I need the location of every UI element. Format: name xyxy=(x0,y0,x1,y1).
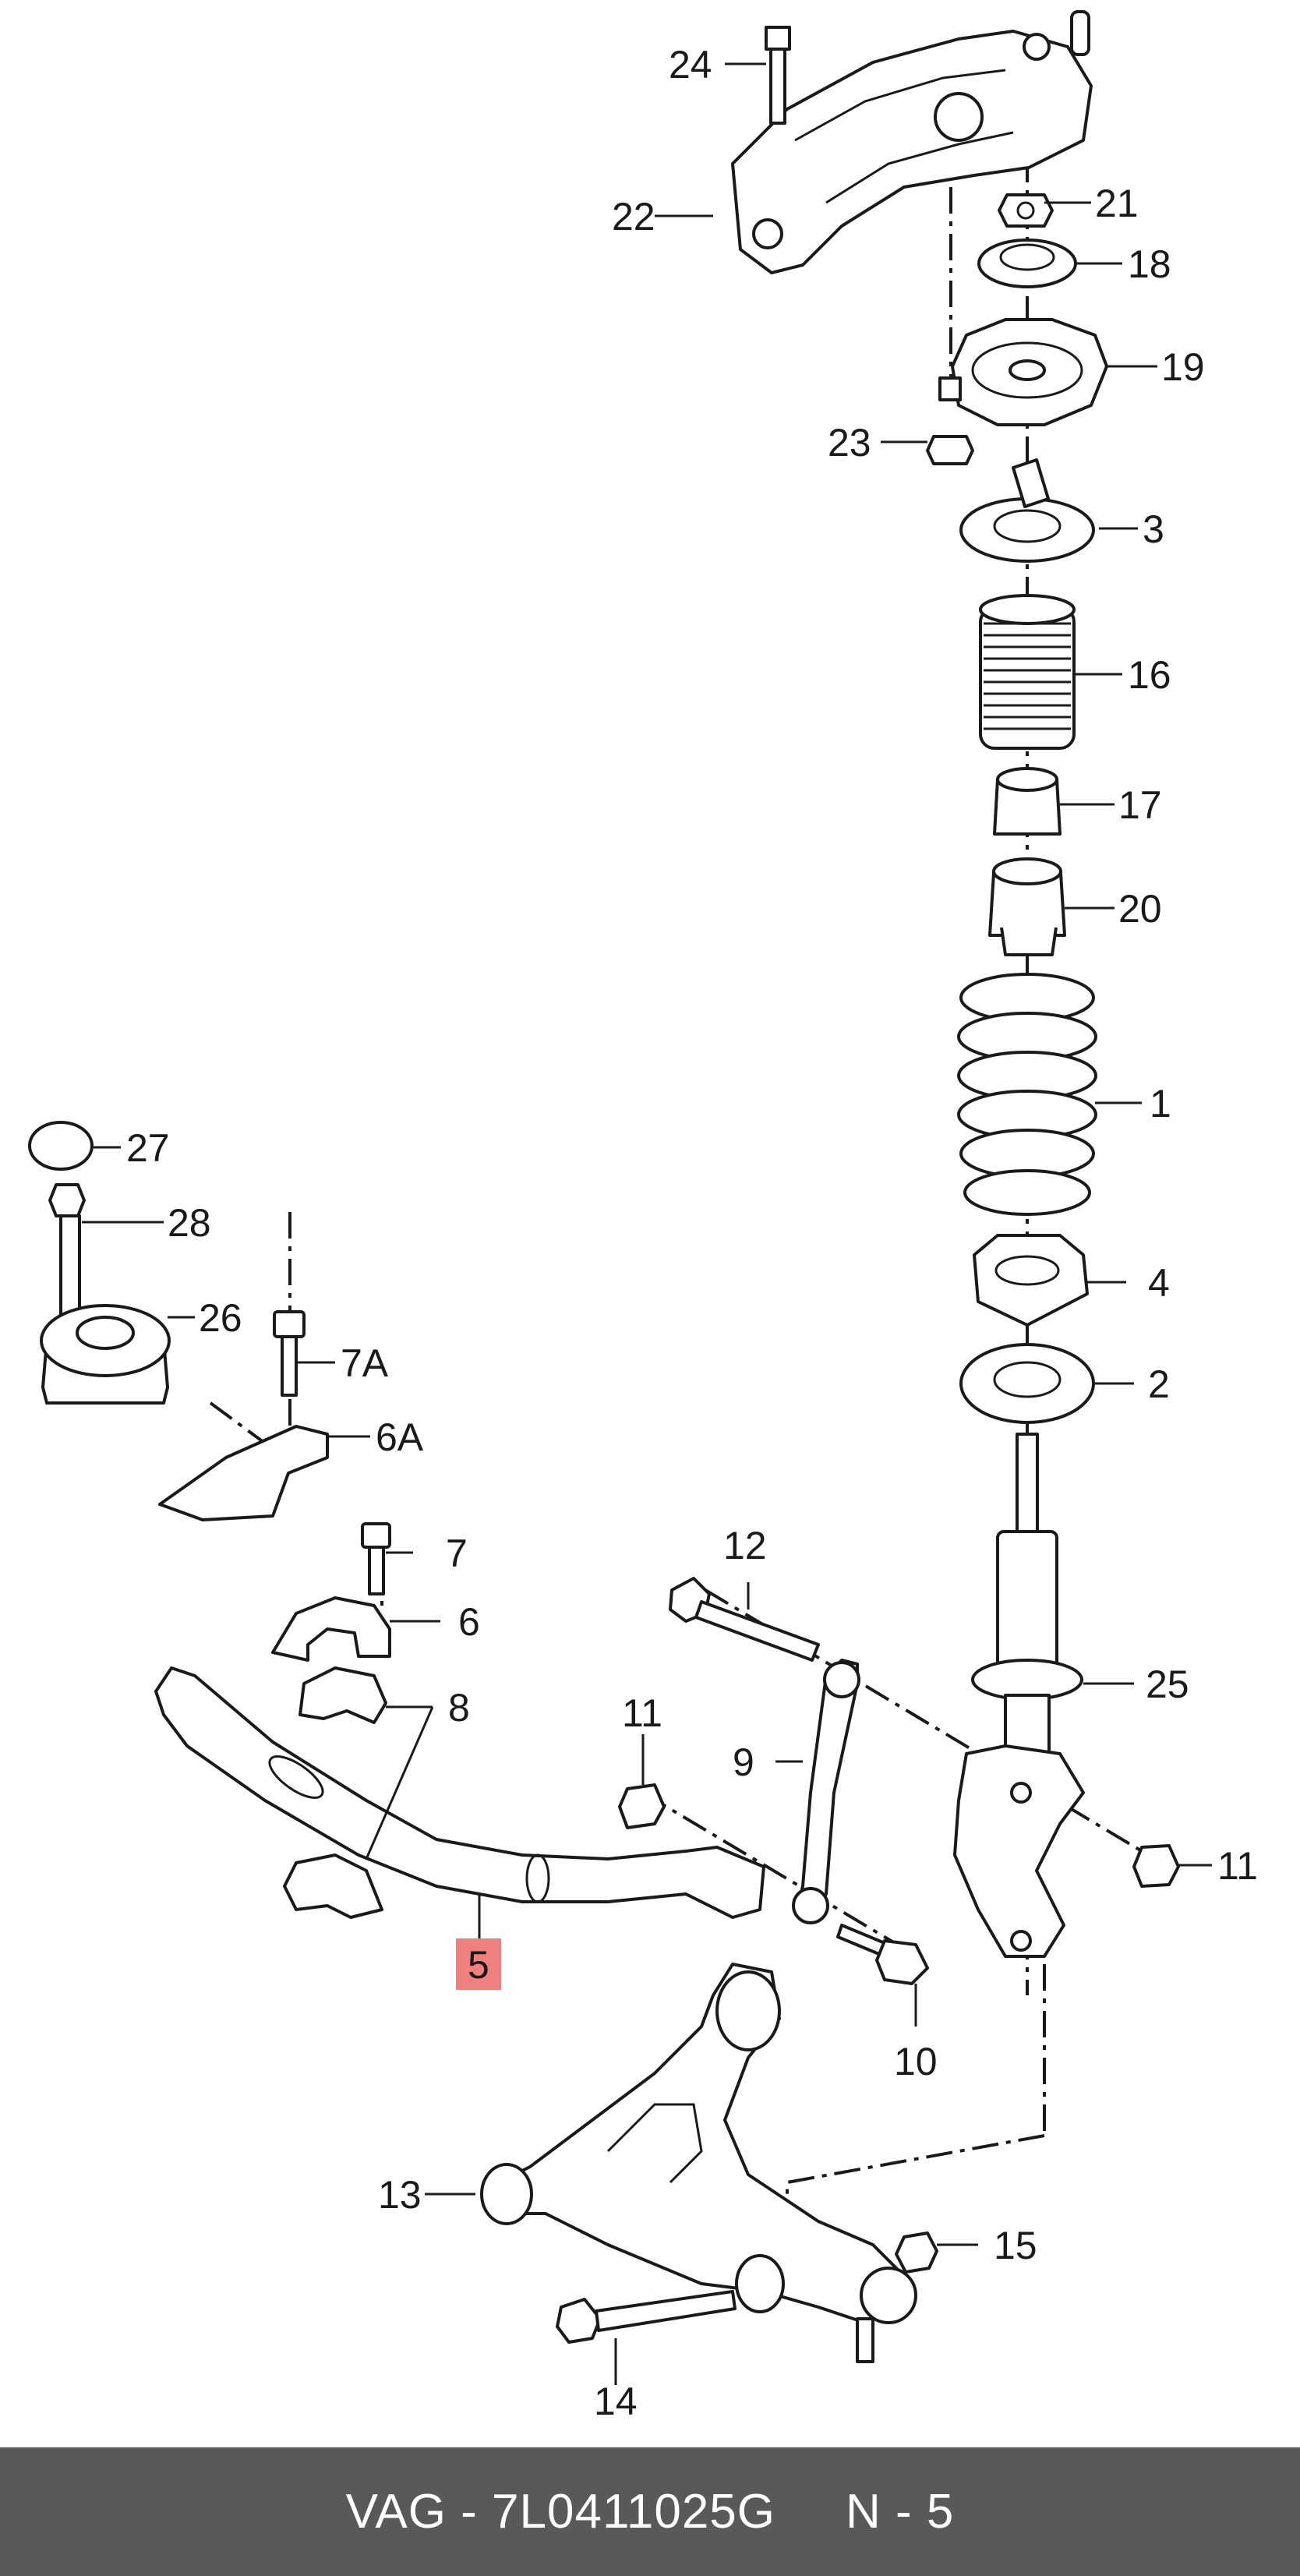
part-bushing-half xyxy=(283,1853,383,1919)
part-bracket-6A xyxy=(158,1425,329,1521)
footer-bar: VAG - 7L0411025G N - 5 xyxy=(0,2447,1300,2576)
callout-22: 22 xyxy=(612,195,655,239)
callout-5: 5 xyxy=(468,1943,489,1987)
callout-3: 3 xyxy=(1143,507,1164,551)
footer-position: N - 5 xyxy=(846,2485,955,2539)
part-nut-23 xyxy=(926,376,974,465)
part-clamp-6 xyxy=(271,1596,391,1662)
callout-28: 28 xyxy=(168,1201,211,1245)
callout-24: 24 xyxy=(669,43,712,87)
callout-2: 2 xyxy=(1148,1362,1170,1406)
part-nut-21 xyxy=(998,193,1054,228)
callout-9: 9 xyxy=(733,1740,754,1784)
callout-11-right: 11 xyxy=(1217,1844,1258,1888)
part-rubber-bush-26 xyxy=(40,1304,171,1405)
callout-6A: 6A xyxy=(376,1415,424,1459)
callout-23: 23 xyxy=(828,421,871,465)
part-shock-absorber-25 xyxy=(953,1433,1085,1958)
highlight-box xyxy=(456,1938,501,1990)
part-rubber-bushing-8 xyxy=(299,1666,387,1724)
callout-26: 26 xyxy=(199,1296,242,1340)
part-bump-stop-17 xyxy=(993,767,1062,836)
part-bolt-7A xyxy=(273,1310,306,1397)
callout-7: 7 xyxy=(446,1532,468,1575)
callout-25: 25 xyxy=(1146,1663,1189,1706)
part-spring-seat-2 xyxy=(959,1343,1095,1424)
part-bolt-10 xyxy=(836,1924,929,1985)
part-bearing-18 xyxy=(977,239,1077,288)
part-wishbone-13 xyxy=(480,1963,917,2363)
part-coupling-link-9 xyxy=(792,1659,860,1924)
callout-10: 10 xyxy=(894,2040,938,2083)
part-bolt-7 xyxy=(361,1522,391,1595)
part-gaiter-16 xyxy=(979,594,1076,750)
part-coil-spring-1 xyxy=(957,973,1097,1216)
part-nut-15 xyxy=(895,2231,938,2274)
callout-11-left: 11 xyxy=(622,1691,662,1735)
part-spring-seat-3 xyxy=(959,458,1095,563)
callout-16: 16 xyxy=(1128,653,1171,697)
part-strut-mount-bracket xyxy=(731,10,1093,274)
callout-7A: 7A xyxy=(341,1341,389,1385)
part-bolt-14 xyxy=(556,2290,737,2344)
callout-15: 15 xyxy=(994,2224,1037,2267)
part-nut-11-left xyxy=(618,1783,666,1829)
callout-14: 14 xyxy=(594,2380,638,2423)
callout-12: 12 xyxy=(723,1524,767,1567)
callout-6: 6 xyxy=(458,1600,480,1644)
part-bolt-12 xyxy=(669,1577,820,1662)
part-nut-11-right xyxy=(1132,1844,1180,1888)
callout-labels: 24 22 21 18 19 23 3 16 17 20 1 27 28 26 … xyxy=(126,43,1258,2423)
callout-8: 8 xyxy=(448,1686,470,1730)
callout-4: 4 xyxy=(1148,1261,1170,1305)
leader-lines xyxy=(82,62,1212,2385)
exploded-parts-diagram: 24 22 21 18 19 23 3 16 17 20 1 27 28 26 … xyxy=(28,10,1258,2423)
footer-part-number: VAG - 7L0411025G xyxy=(345,2485,776,2539)
part-cap-27 xyxy=(28,1121,94,1171)
callout-20: 20 xyxy=(1118,887,1162,931)
callout-21: 21 xyxy=(1095,182,1139,225)
part-spring-seat-4 xyxy=(973,1234,1089,1327)
part-anti-roll-bar-5 xyxy=(154,1666,765,1919)
part-protective-cap-20 xyxy=(988,857,1066,956)
callout-19: 19 xyxy=(1161,345,1205,389)
callout-17: 17 xyxy=(1118,783,1162,827)
part-top-mount-19 xyxy=(951,318,1108,426)
callout-13: 13 xyxy=(378,2173,422,2217)
callout-18: 18 xyxy=(1128,242,1171,286)
callout-1: 1 xyxy=(1150,1082,1171,1125)
part-bolt-24 xyxy=(765,26,791,125)
callout-27: 27 xyxy=(126,1126,170,1170)
